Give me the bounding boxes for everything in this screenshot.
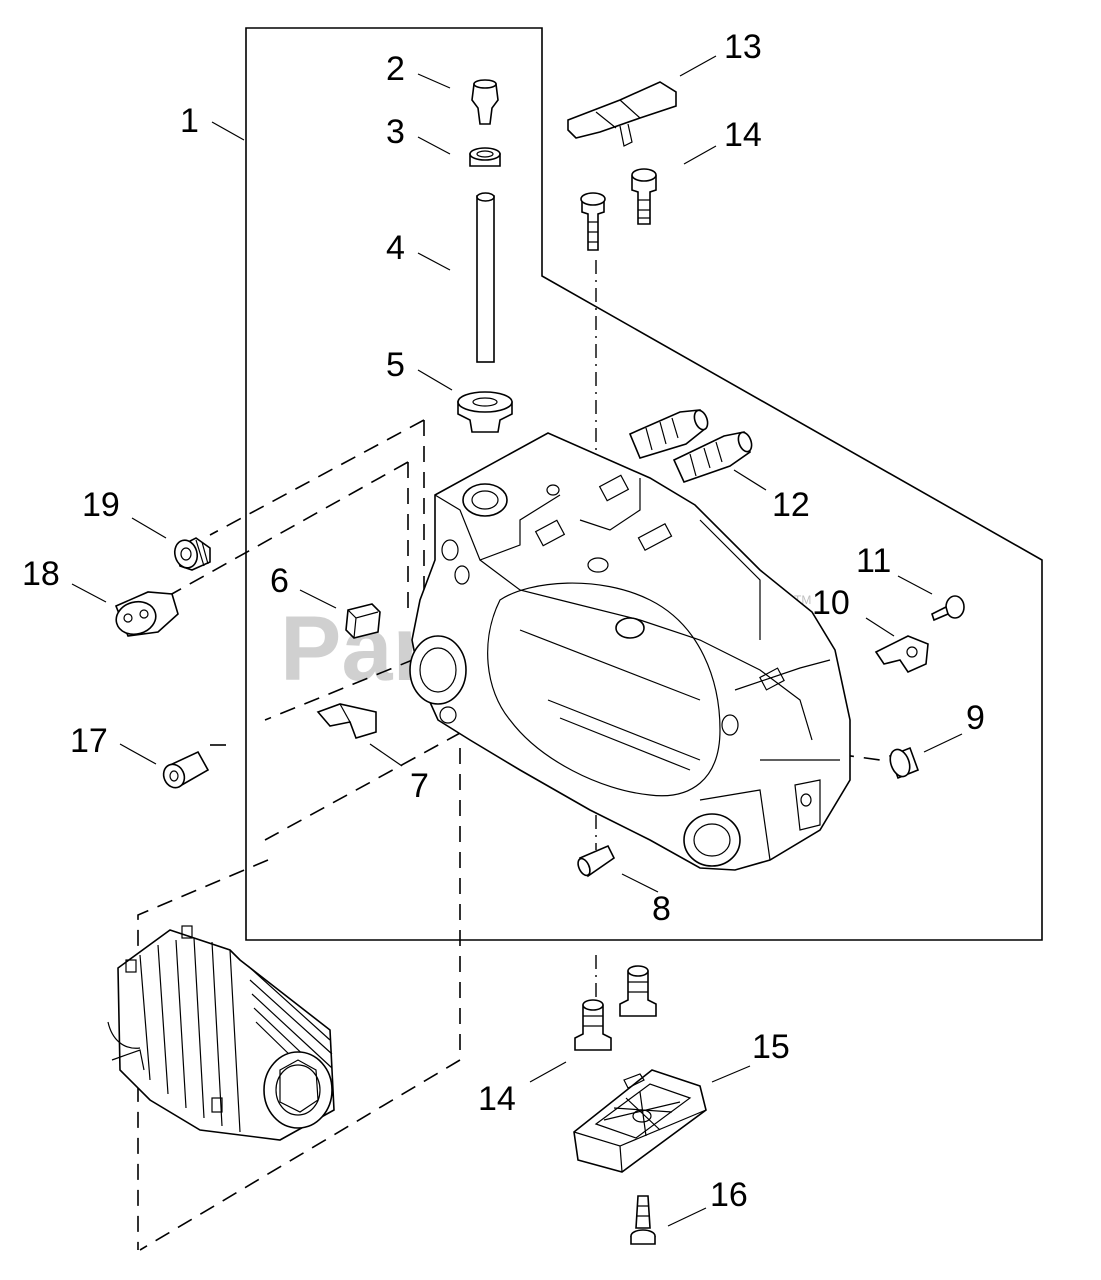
callout-9: 9 [966,699,985,737]
leader-lines [71,55,963,1227]
callout-2: 2 [386,50,405,88]
part-2-plug [471,79,499,125]
part-17-plug [162,750,210,789]
part-14-bolts-lower [574,965,657,1051]
part-4-tube [476,192,495,363]
cylinder [107,925,335,1141]
assembly-boundary [245,27,1043,941]
part-5-grommet [457,391,513,433]
part-11-screw [931,595,965,622]
crankcase-housing [409,432,851,871]
part-8-plug [577,844,616,878]
part-18-grommet [114,591,179,637]
callout-13: 13 [724,28,762,66]
part-10-bracket [874,635,929,674]
callout-12: 12 [772,486,810,524]
callout-11: 11 [856,542,891,580]
callout-16: 16 [710,1176,748,1214]
callout-14-lower: 14 [478,1080,516,1118]
part-15-base [573,1069,707,1173]
part-6-cap [345,603,381,639]
callout-labels: 1 2 3 4 5 6 7 8 9 10 11 12 13 14 14 15 1… [22,28,985,1214]
part-12-fittings [628,409,753,483]
callout-5: 5 [386,346,405,384]
callout-8: 8 [652,890,671,928]
callout-1: 1 [180,102,199,140]
callout-10: 10 [812,584,850,622]
callout-19: 19 [82,486,120,524]
callout-6: 6 [270,562,289,600]
part-7-lever [316,703,377,739]
callout-7: 7 [410,767,429,805]
part-9-cap [888,746,920,780]
callout-15: 15 [752,1028,790,1066]
callout-18: 18 [22,555,60,593]
callout-14-upper: 14 [724,116,762,154]
callout-3: 3 [386,113,405,151]
part-19-grommet [173,537,211,571]
callout-17: 17 [70,722,108,760]
part-16-screw [630,1195,656,1245]
callout-4: 4 [386,229,405,267]
part-13-pad [567,81,677,147]
part-3-collar [469,147,501,167]
part-14-bolts-upper [580,168,657,251]
